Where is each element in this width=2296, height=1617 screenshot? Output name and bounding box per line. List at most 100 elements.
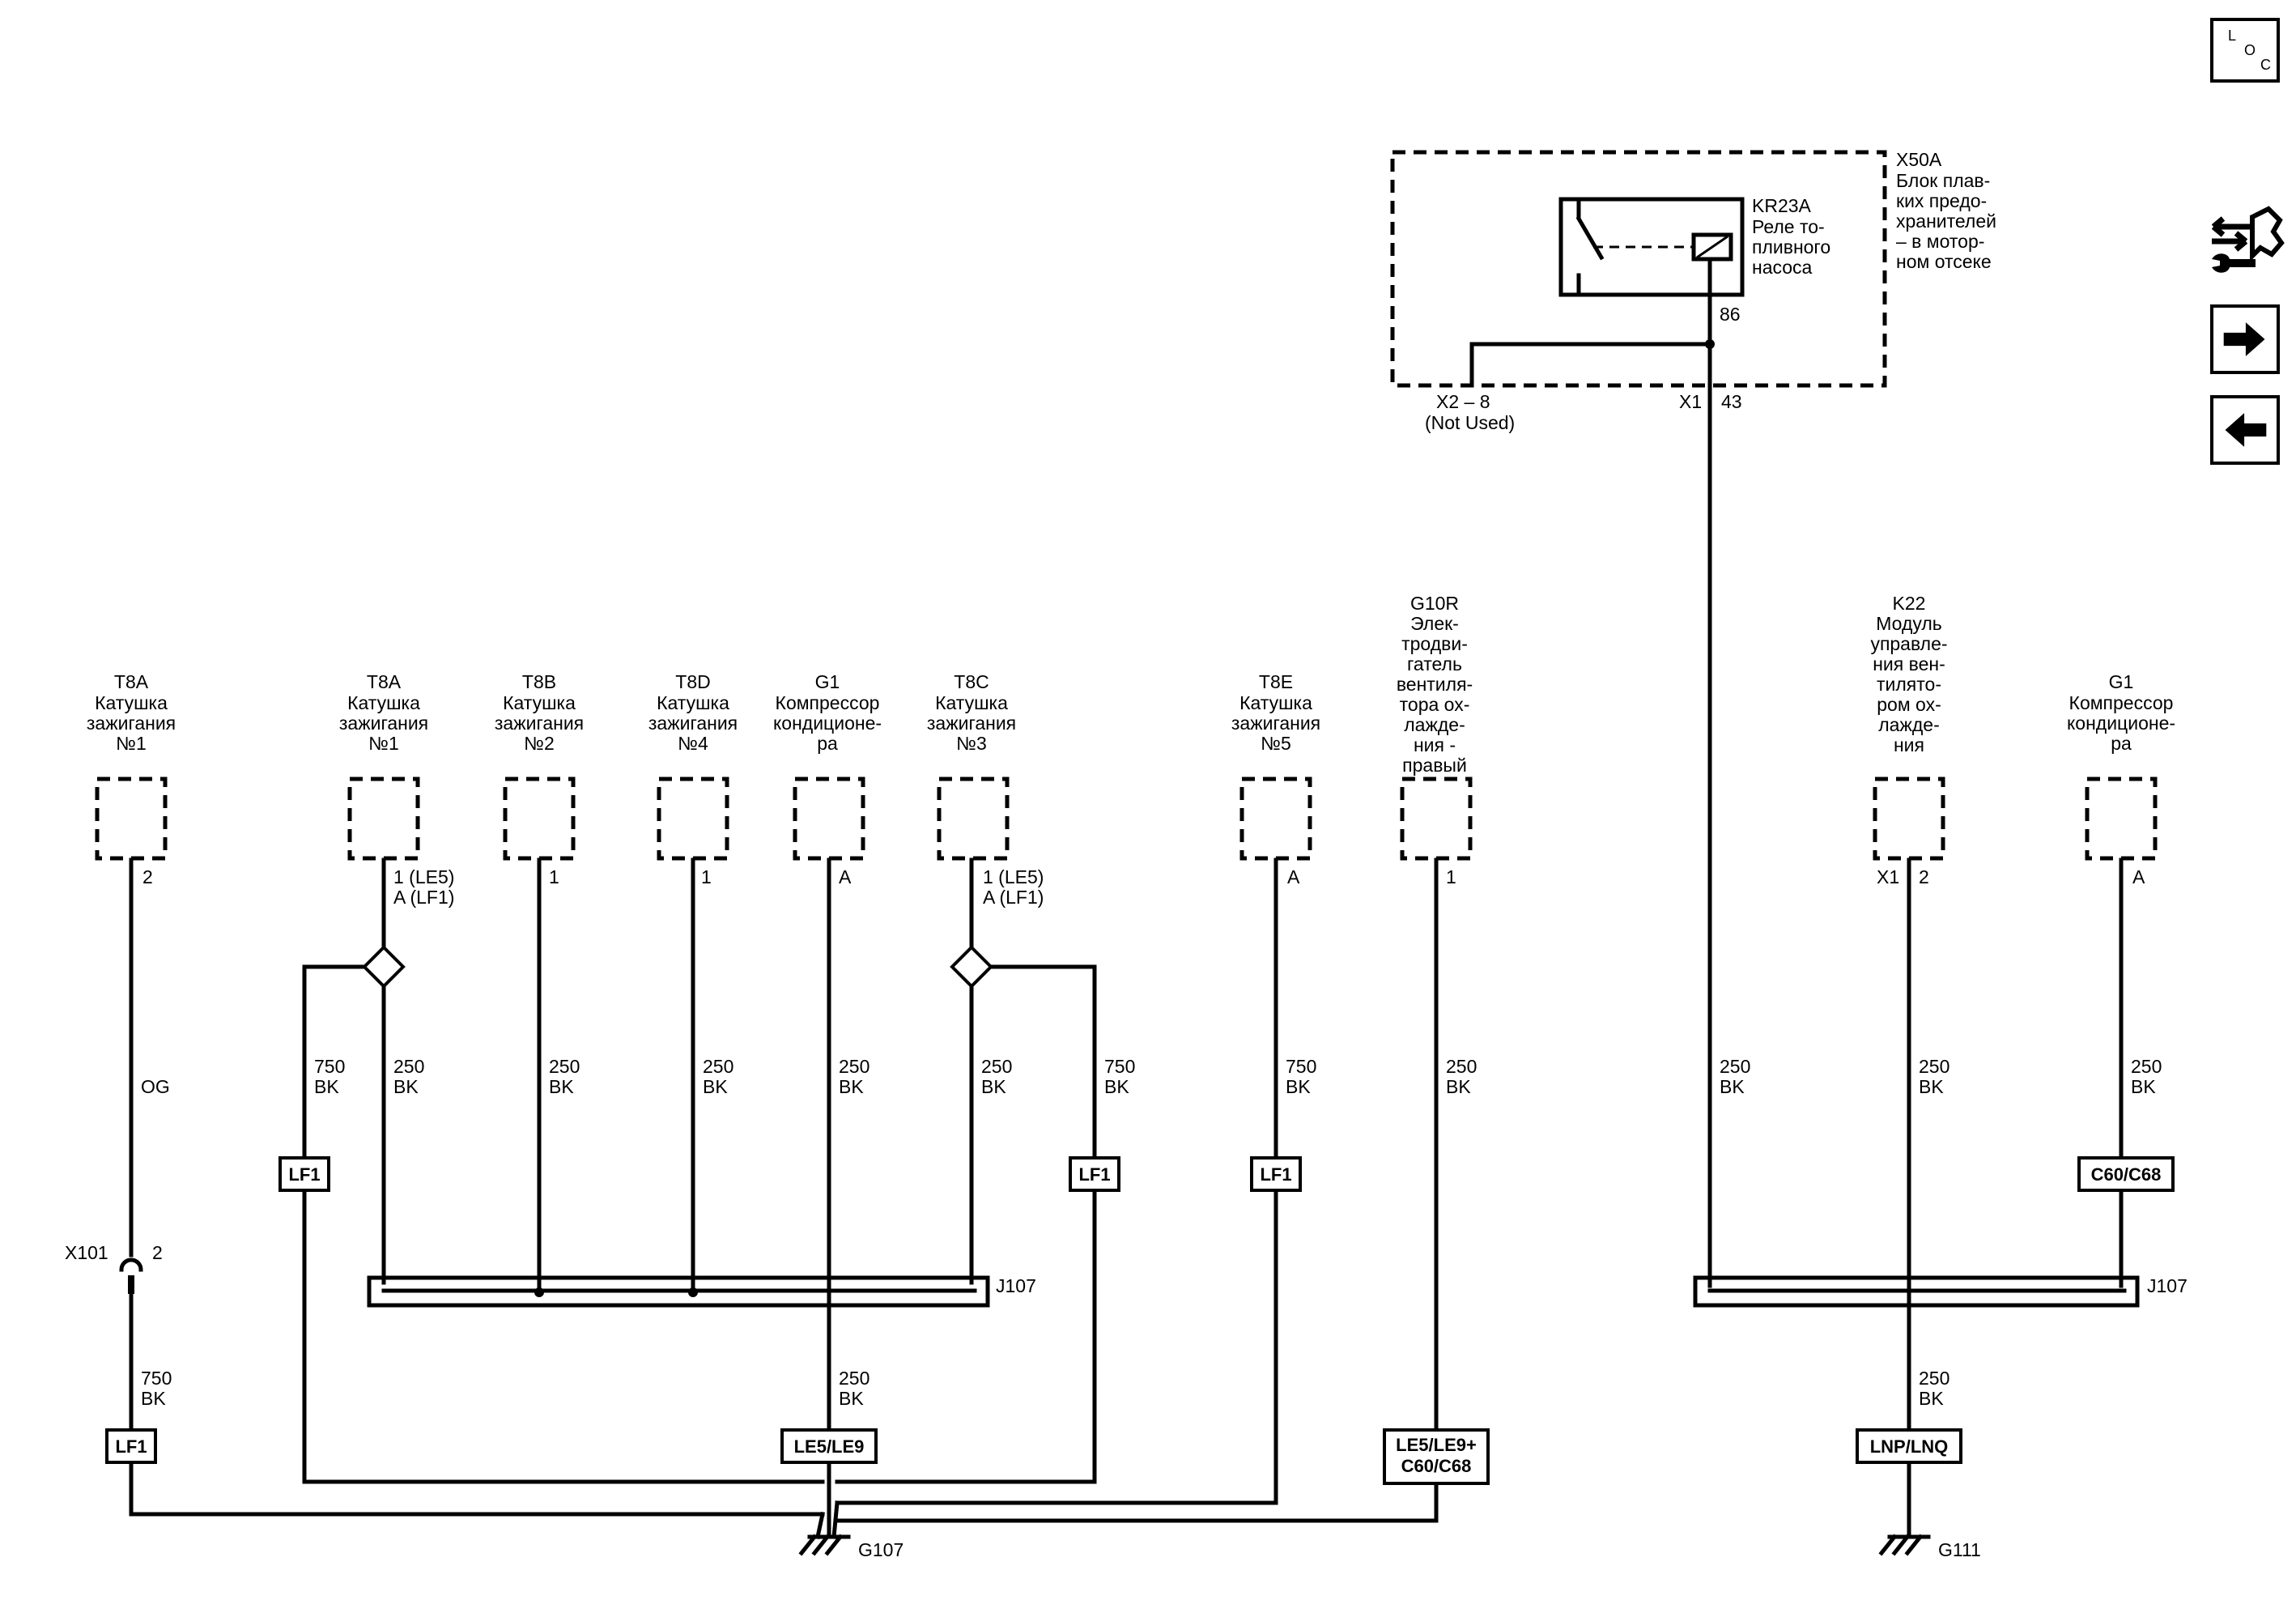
comp-t8d-desc: зажигания xyxy=(648,713,738,734)
wire-gauge: 250 xyxy=(981,1056,1012,1077)
loc-letter-o: O xyxy=(2244,42,2256,58)
splice-bar xyxy=(367,1275,990,1308)
wire-color: BK xyxy=(314,1076,339,1097)
pin-label: 1 (LE5) xyxy=(983,866,1044,887)
comp-g10r-desc: вентиля- xyxy=(1397,674,1473,695)
comp-t8b-desc: Катушка xyxy=(503,692,576,713)
option-tag-le5le9: LE5/LE9 xyxy=(794,1436,865,1457)
j107-label-right: J107 xyxy=(2147,1275,2188,1296)
component-box xyxy=(657,777,729,861)
comp-t8a-2-desc: №1 xyxy=(368,733,398,754)
component-box xyxy=(503,777,576,861)
pin-labels: 2 1 (LE5) A (LF1) 1 1 A 1 (LE5) A (LF1) … xyxy=(142,866,2145,908)
comp-g10r-desc: тора ох- xyxy=(1400,694,1470,715)
wire-color: BK xyxy=(1286,1076,1311,1097)
next-page-button[interactable] xyxy=(2210,304,2280,374)
connector-x101 xyxy=(119,1257,143,1272)
relay-desc-1: Реле то- xyxy=(1752,216,1825,237)
fuse-block-outline xyxy=(1390,150,1887,388)
splice-dot xyxy=(1705,339,1715,349)
pin-label: A (LF1) xyxy=(393,887,454,908)
option-tag-lf1: LF1 xyxy=(288,1164,320,1185)
ground-g111-label: G111 xyxy=(1938,1539,1981,1560)
option-tag-lnplnq: LNP/LNQ xyxy=(1870,1436,1949,1457)
relay-pin: 86 xyxy=(1720,304,1741,325)
fuse-block-desc-2: ких предо- xyxy=(1896,190,1987,211)
pin-label: 2 xyxy=(1919,866,1929,887)
wire-color: OG xyxy=(141,1076,170,1097)
wire-gauge: 250 xyxy=(1446,1056,1477,1077)
ground-g107-label: G107 xyxy=(858,1539,904,1560)
wire-gauge: 250 xyxy=(393,1056,424,1077)
option-tag-box xyxy=(1856,1428,1962,1464)
service-tools-button[interactable] xyxy=(2205,202,2286,280)
wire-spec-labels: OG 750 BK 250 BK 250 BK 250 BK 250 BK 25… xyxy=(141,1056,2162,1409)
option-tag-box xyxy=(780,1428,878,1464)
comp-t8c-id: T8C xyxy=(954,671,989,692)
conn-x2-8-note: (Not Used) xyxy=(1425,412,1515,433)
option-tag-box xyxy=(1250,1156,1302,1192)
comp-t8a-2-id: T8A xyxy=(367,671,402,692)
comp-t8c-desc: зажигания xyxy=(927,713,1016,734)
component-labels: T8A Катушка зажигания №1 T8A Катушка заж… xyxy=(87,593,2175,776)
wire-gauge: 250 xyxy=(2131,1056,2162,1077)
pin-label: A (LF1) xyxy=(983,887,1044,908)
component-box xyxy=(1400,777,1473,861)
option-tag-le5le9c60: LE5/LE9+ xyxy=(1396,1435,1477,1455)
comp-g10r-desc: ния - xyxy=(1414,734,1456,755)
comp-k22-desc: тилято- xyxy=(1877,674,1941,695)
tools-icon xyxy=(2211,206,2285,273)
option-tag-c60c68: C60/C68 xyxy=(2091,1164,2162,1185)
loc-letter-l: L xyxy=(2228,28,2237,44)
wire-color: BK xyxy=(2131,1076,2156,1097)
splice-bar xyxy=(1693,1275,2140,1308)
comp-g10r-desc: Элек- xyxy=(1410,613,1459,634)
fuse-block-desc-1: Блок плав- xyxy=(1896,170,1990,191)
comp-g10r-desc: правый xyxy=(1402,755,1467,776)
ground-g111: G111 xyxy=(1878,1534,1981,1560)
previous-page-button[interactable] xyxy=(2210,395,2280,465)
wire-color: BK xyxy=(839,1388,864,1409)
relay-id: KR23A xyxy=(1752,195,1812,216)
component-box xyxy=(1873,777,1945,861)
fuse-block-id: X50A xyxy=(1896,149,1942,170)
comp-k22-desc: ния вен- xyxy=(1873,653,1945,674)
comp-t8e-id: T8E xyxy=(1259,671,1293,692)
comp-t8e-desc: №5 xyxy=(1261,733,1290,754)
pin-label: 2 xyxy=(142,866,153,887)
comp-g10r-id: G10R xyxy=(1410,593,1459,614)
fuse-block-desc-5: ном отсеке xyxy=(1896,251,1992,272)
option-tag-lf1: LF1 xyxy=(1260,1164,1291,1185)
location-button[interactable]: L O C xyxy=(2210,18,2280,83)
comp-g1-2-desc: ра xyxy=(2111,733,2132,754)
comp-t8b-desc: №2 xyxy=(524,733,554,754)
component-box xyxy=(1239,777,1312,861)
component-boxes xyxy=(95,777,2158,861)
wire-gauge: 250 xyxy=(1919,1368,1949,1389)
comp-t8e-desc: зажигания xyxy=(1231,713,1320,734)
comp-k22-desc: Модуль xyxy=(1876,613,1942,634)
pin-label: X1 xyxy=(1877,866,1899,887)
fuse-block-desc-3: хранителей xyxy=(1896,211,1996,232)
wire-x2-8-not-used xyxy=(1469,342,1712,388)
relay-desc-3: насоса xyxy=(1752,257,1813,278)
component-box xyxy=(95,777,168,861)
wire-gauge: 750 xyxy=(141,1368,172,1389)
comp-t8c-desc: Катушка xyxy=(935,692,1008,713)
option-tags: LF1 LF1 LF1 C60/C68 LF1 LE5/LE9 LE5/LE9+… xyxy=(105,1156,2175,1485)
relay-body xyxy=(1558,197,1745,297)
wire-gauge: 250 xyxy=(1720,1056,1750,1077)
comp-t8c-desc: №3 xyxy=(956,733,986,754)
comp-k22-desc: лажде- xyxy=(1878,714,1939,735)
wire-color: BK xyxy=(1720,1076,1745,1097)
comp-t8a-1-desc: №1 xyxy=(116,733,146,754)
component-box xyxy=(347,777,420,861)
component-box xyxy=(793,777,865,861)
relay-desc-2: пливного xyxy=(1752,236,1830,257)
option-tag-box xyxy=(2077,1156,2175,1192)
component-box xyxy=(937,777,1010,861)
loc-letter-c: C xyxy=(2260,57,2271,73)
comp-k22-desc: управле- xyxy=(1870,633,1947,654)
x101-pin: 2 xyxy=(152,1242,163,1263)
